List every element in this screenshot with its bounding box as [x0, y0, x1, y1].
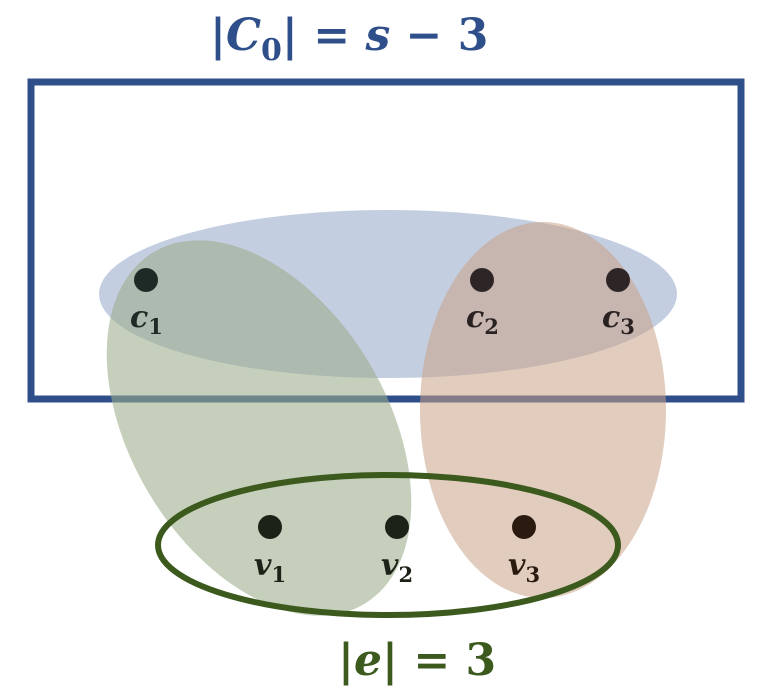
vertex-v1-dot: [258, 515, 282, 539]
vertex-v2-label: v2: [381, 548, 413, 587]
vertex-c2-dot: [470, 268, 494, 292]
edge-e-ellipse: [155, 472, 621, 618]
vertex-c3-label: c3: [602, 300, 635, 339]
c0-size-formula: |C0| = s − 3: [210, 10, 488, 68]
vertex-c1-dot: [134, 268, 158, 292]
vertex-v3-dot: [512, 515, 536, 539]
edge-size-formula: |e| = 3: [338, 635, 496, 686]
vertex-v3-label: v3: [508, 548, 540, 587]
vertex-v2-dot: [385, 515, 409, 539]
vertex-c3-dot: [606, 268, 630, 292]
vertex-c1-label: c1: [130, 300, 163, 339]
green-hyperedge: [106, 240, 412, 616]
vertex-c2-label: c2: [466, 300, 499, 339]
orange-hyperedge: [420, 222, 666, 598]
vertex-v1-label: v1: [254, 548, 286, 587]
